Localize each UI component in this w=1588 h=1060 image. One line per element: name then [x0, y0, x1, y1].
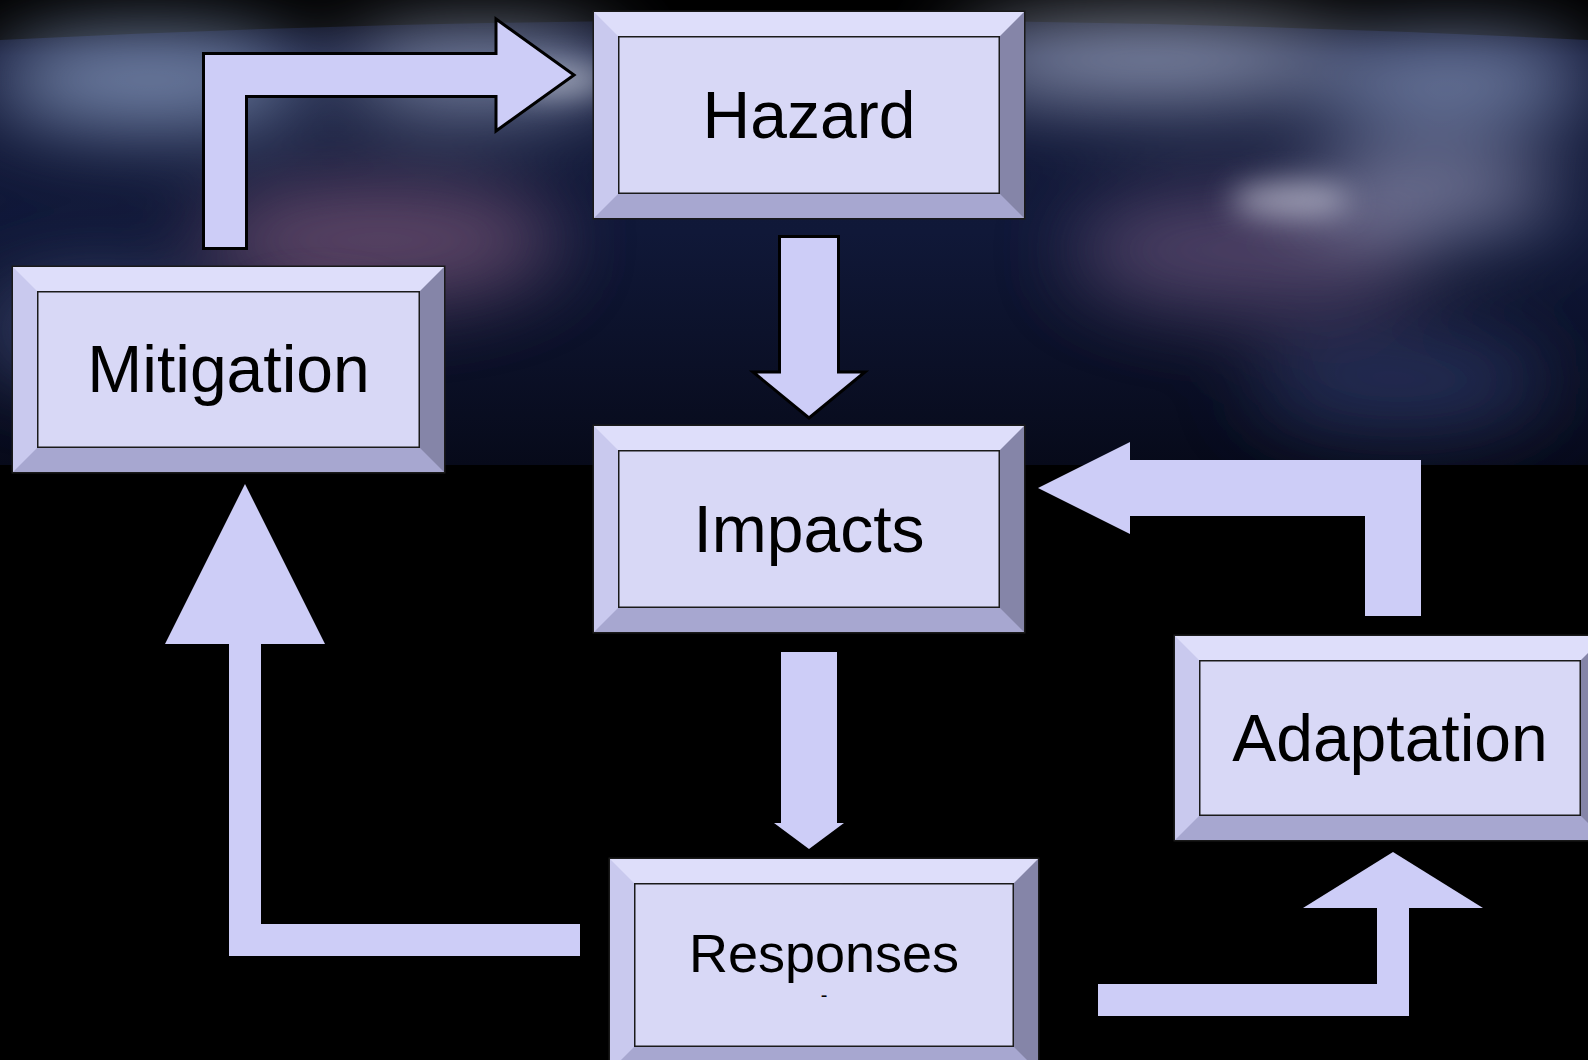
- arrow-shaft: [225, 75, 499, 247]
- arrow-head: [753, 372, 865, 418]
- box-note: -: [821, 984, 828, 1006]
- earth-photo: [0, 0, 1588, 465]
- block-arrow: [165, 484, 580, 940]
- arrow-outline: [778, 235, 840, 375]
- arrow-head: [165, 484, 325, 644]
- box-label: Mitigation: [87, 333, 369, 406]
- block-arrow: [1098, 852, 1483, 1000]
- arrow-head: [1303, 852, 1483, 908]
- block-arrow: [1038, 442, 1393, 616]
- arrow-head: [774, 823, 844, 849]
- arrow-shaft: [245, 641, 580, 940]
- block-arrow: [753, 235, 865, 418]
- arrow-shaft: [781, 238, 837, 375]
- arrow-head: [1038, 442, 1130, 534]
- box-label: Adaptation: [1232, 702, 1548, 775]
- arrow-shaft: [781, 652, 837, 826]
- block-arrow: [774, 652, 844, 849]
- process-box: Hazard: [594, 12, 1024, 218]
- box-label: Hazard: [703, 79, 916, 152]
- arrow-shaft: [1098, 905, 1393, 1000]
- block-arrow: [225, 19, 574, 250]
- arrow-outline: [225, 75, 499, 250]
- process-box: Mitigation: [13, 267, 444, 472]
- box-label: Responses: [689, 924, 959, 983]
- process-box: Adaptation: [1175, 636, 1588, 840]
- arrow-head: [496, 19, 574, 131]
- process-box: Responses-: [610, 859, 1038, 1060]
- box-label: Impacts: [693, 493, 924, 566]
- arrow-shaft: [1127, 488, 1393, 616]
- process-box: Impacts: [594, 426, 1024, 632]
